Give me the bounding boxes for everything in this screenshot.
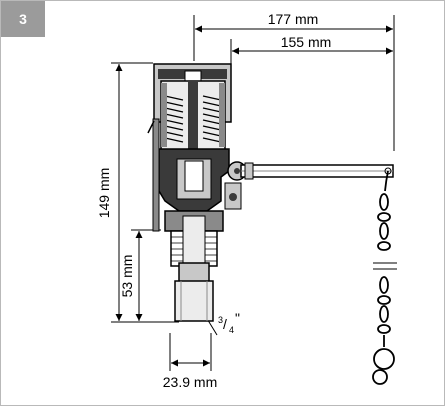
dimension-thread-diameter: 23.9 mm [163, 333, 217, 390]
dimension-total-height: 149 mm [96, 62, 179, 323]
svg-text:/: / [223, 316, 227, 332]
label-177mm: 177 mm [268, 11, 319, 27]
label-23-9mm: 23.9 mm [163, 374, 217, 390]
figure-number-badge: 3 [1, 1, 45, 37]
thread-size-numerator: 3 [218, 315, 223, 325]
valve-outlet [164, 210, 224, 322]
valve-body [147, 63, 247, 232]
label-149mm: 149 mm [96, 168, 112, 219]
pull-chain [372, 170, 397, 385]
dimension-lower-height: 53 mm [119, 229, 161, 321]
thread-size-inch-mark: " [235, 310, 240, 326]
label-53mm: 53 mm [119, 255, 135, 298]
handle-lever [240, 162, 394, 180]
dimension-overall-length: 177 mm [193, 11, 395, 151]
dimension-handle-length: 155 mm [230, 34, 393, 111]
label-155mm: 155 mm [281, 34, 332, 50]
thread-size-denominator: 4 [229, 325, 234, 335]
